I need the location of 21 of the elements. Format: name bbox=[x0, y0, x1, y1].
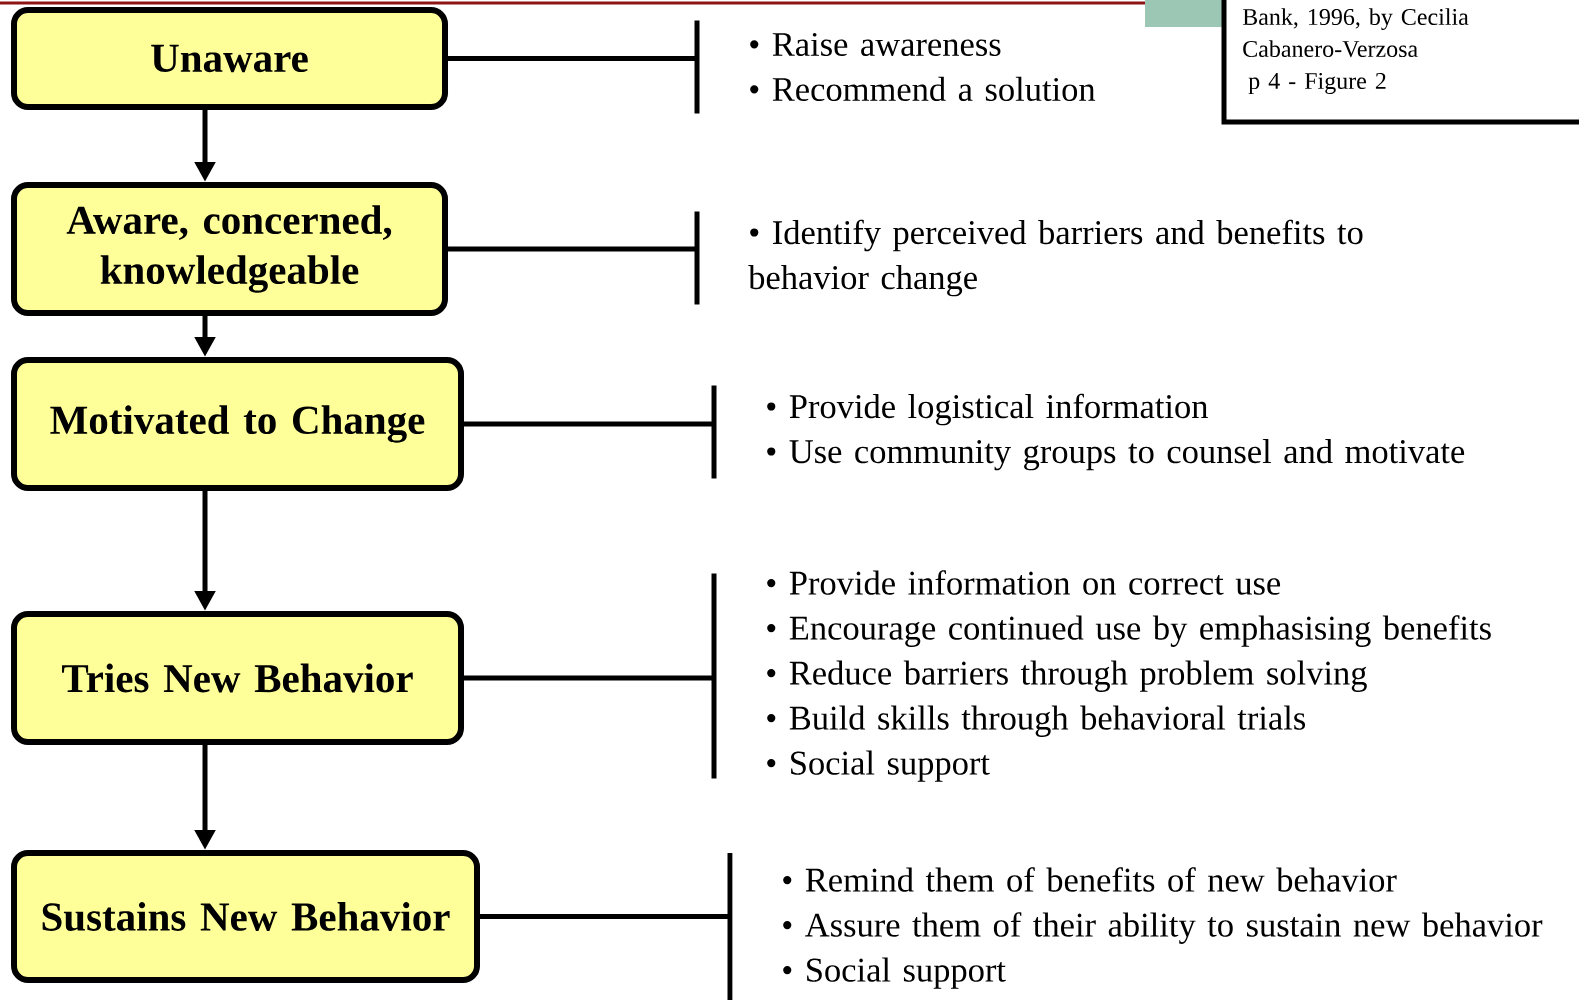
connector-line bbox=[464, 421, 714, 427]
connector-line bbox=[448, 246, 697, 252]
source-box: Bank, 1996, by Cecilia Cabanero-Verzosa p 4 - Figure 2 bbox=[1221, 0, 1579, 125]
stage-box: Motivated to Change bbox=[11, 357, 464, 491]
node-label: • Provide information on correct use bbox=[767, 570, 1281, 595]
bullet-list: • Identify perceived barriers and benefits to behavior change bbox=[748, 219, 1363, 297]
bullet-list: • Remind them of benefits of new behavior • Assure them of their ability to sustain new behavior • Social support bbox=[783, 867, 1543, 989]
bullet-list: • Raise awareness • Recommend a solution bbox=[750, 32, 1096, 102]
connector-line bbox=[480, 914, 730, 919]
node-label: • Reduce barriers through problem solving bbox=[767, 660, 1367, 692]
stage-box: Sustains New Behavior bbox=[11, 850, 480, 983]
node-label: • Social support bbox=[767, 750, 990, 782]
node-label: • Build skills through behavioral trials bbox=[767, 705, 1306, 737]
bullet-list: • Provide information on correct use • Encourage continued use by emphasising benefits • Reduce barriers through problem solving • Build skills through behavioral trials • Social support bbox=[767, 570, 1491, 782]
bullet-list: • Provide logistical information • Use community groups to counsel and motivate bbox=[767, 393, 1465, 471]
stage-box: Unaware bbox=[11, 7, 448, 110]
connector-line bbox=[448, 56, 697, 61]
connector-line bbox=[464, 675, 714, 681]
node-label: • Encourage continued use by emphasising benefits bbox=[767, 615, 1491, 647]
stage-box: Tries New Behavior bbox=[11, 611, 464, 745]
stage-box: Aware, concerned, knowledgeable bbox=[11, 182, 448, 316]
